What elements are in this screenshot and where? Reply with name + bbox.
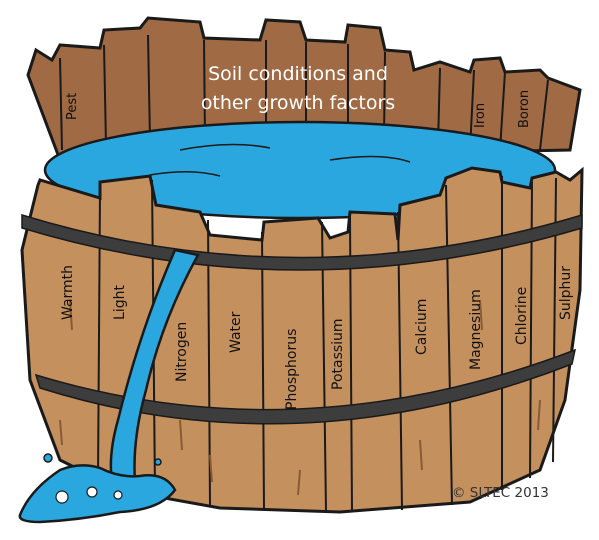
stave-label-calcium: Calcium: [414, 299, 430, 355]
stave-label-chlorine: Chlorine: [514, 287, 530, 345]
stave-label-iron: Iron: [473, 103, 488, 128]
stave-label-warmth: Warmth: [60, 265, 76, 320]
barrel-back-wall: [26, 16, 582, 162]
diagram-title-line-2: other growth factors: [201, 92, 395, 114]
stave-label-sulphur: Sulphur: [558, 266, 574, 320]
stave-label-magnesium: Magnesium: [468, 289, 484, 370]
stave-label-nitrogen: Nitrogen: [174, 322, 190, 382]
barrel-front: [20, 166, 584, 514]
stave-label-water: Water: [228, 311, 244, 353]
copyright-notice: © SLTEC 2013: [452, 485, 549, 501]
diagram-title-line-1: Soil conditions and: [208, 63, 388, 85]
stave-label-potassium: Potassium: [330, 318, 346, 390]
water-leak: [18, 248, 200, 524]
stave-label-boron: Boron: [517, 90, 532, 128]
stave-label-pest: Pest: [65, 93, 80, 120]
stave-label-light: Light: [112, 285, 128, 320]
stave-label-phosphorus: Phosphorus: [284, 329, 300, 410]
